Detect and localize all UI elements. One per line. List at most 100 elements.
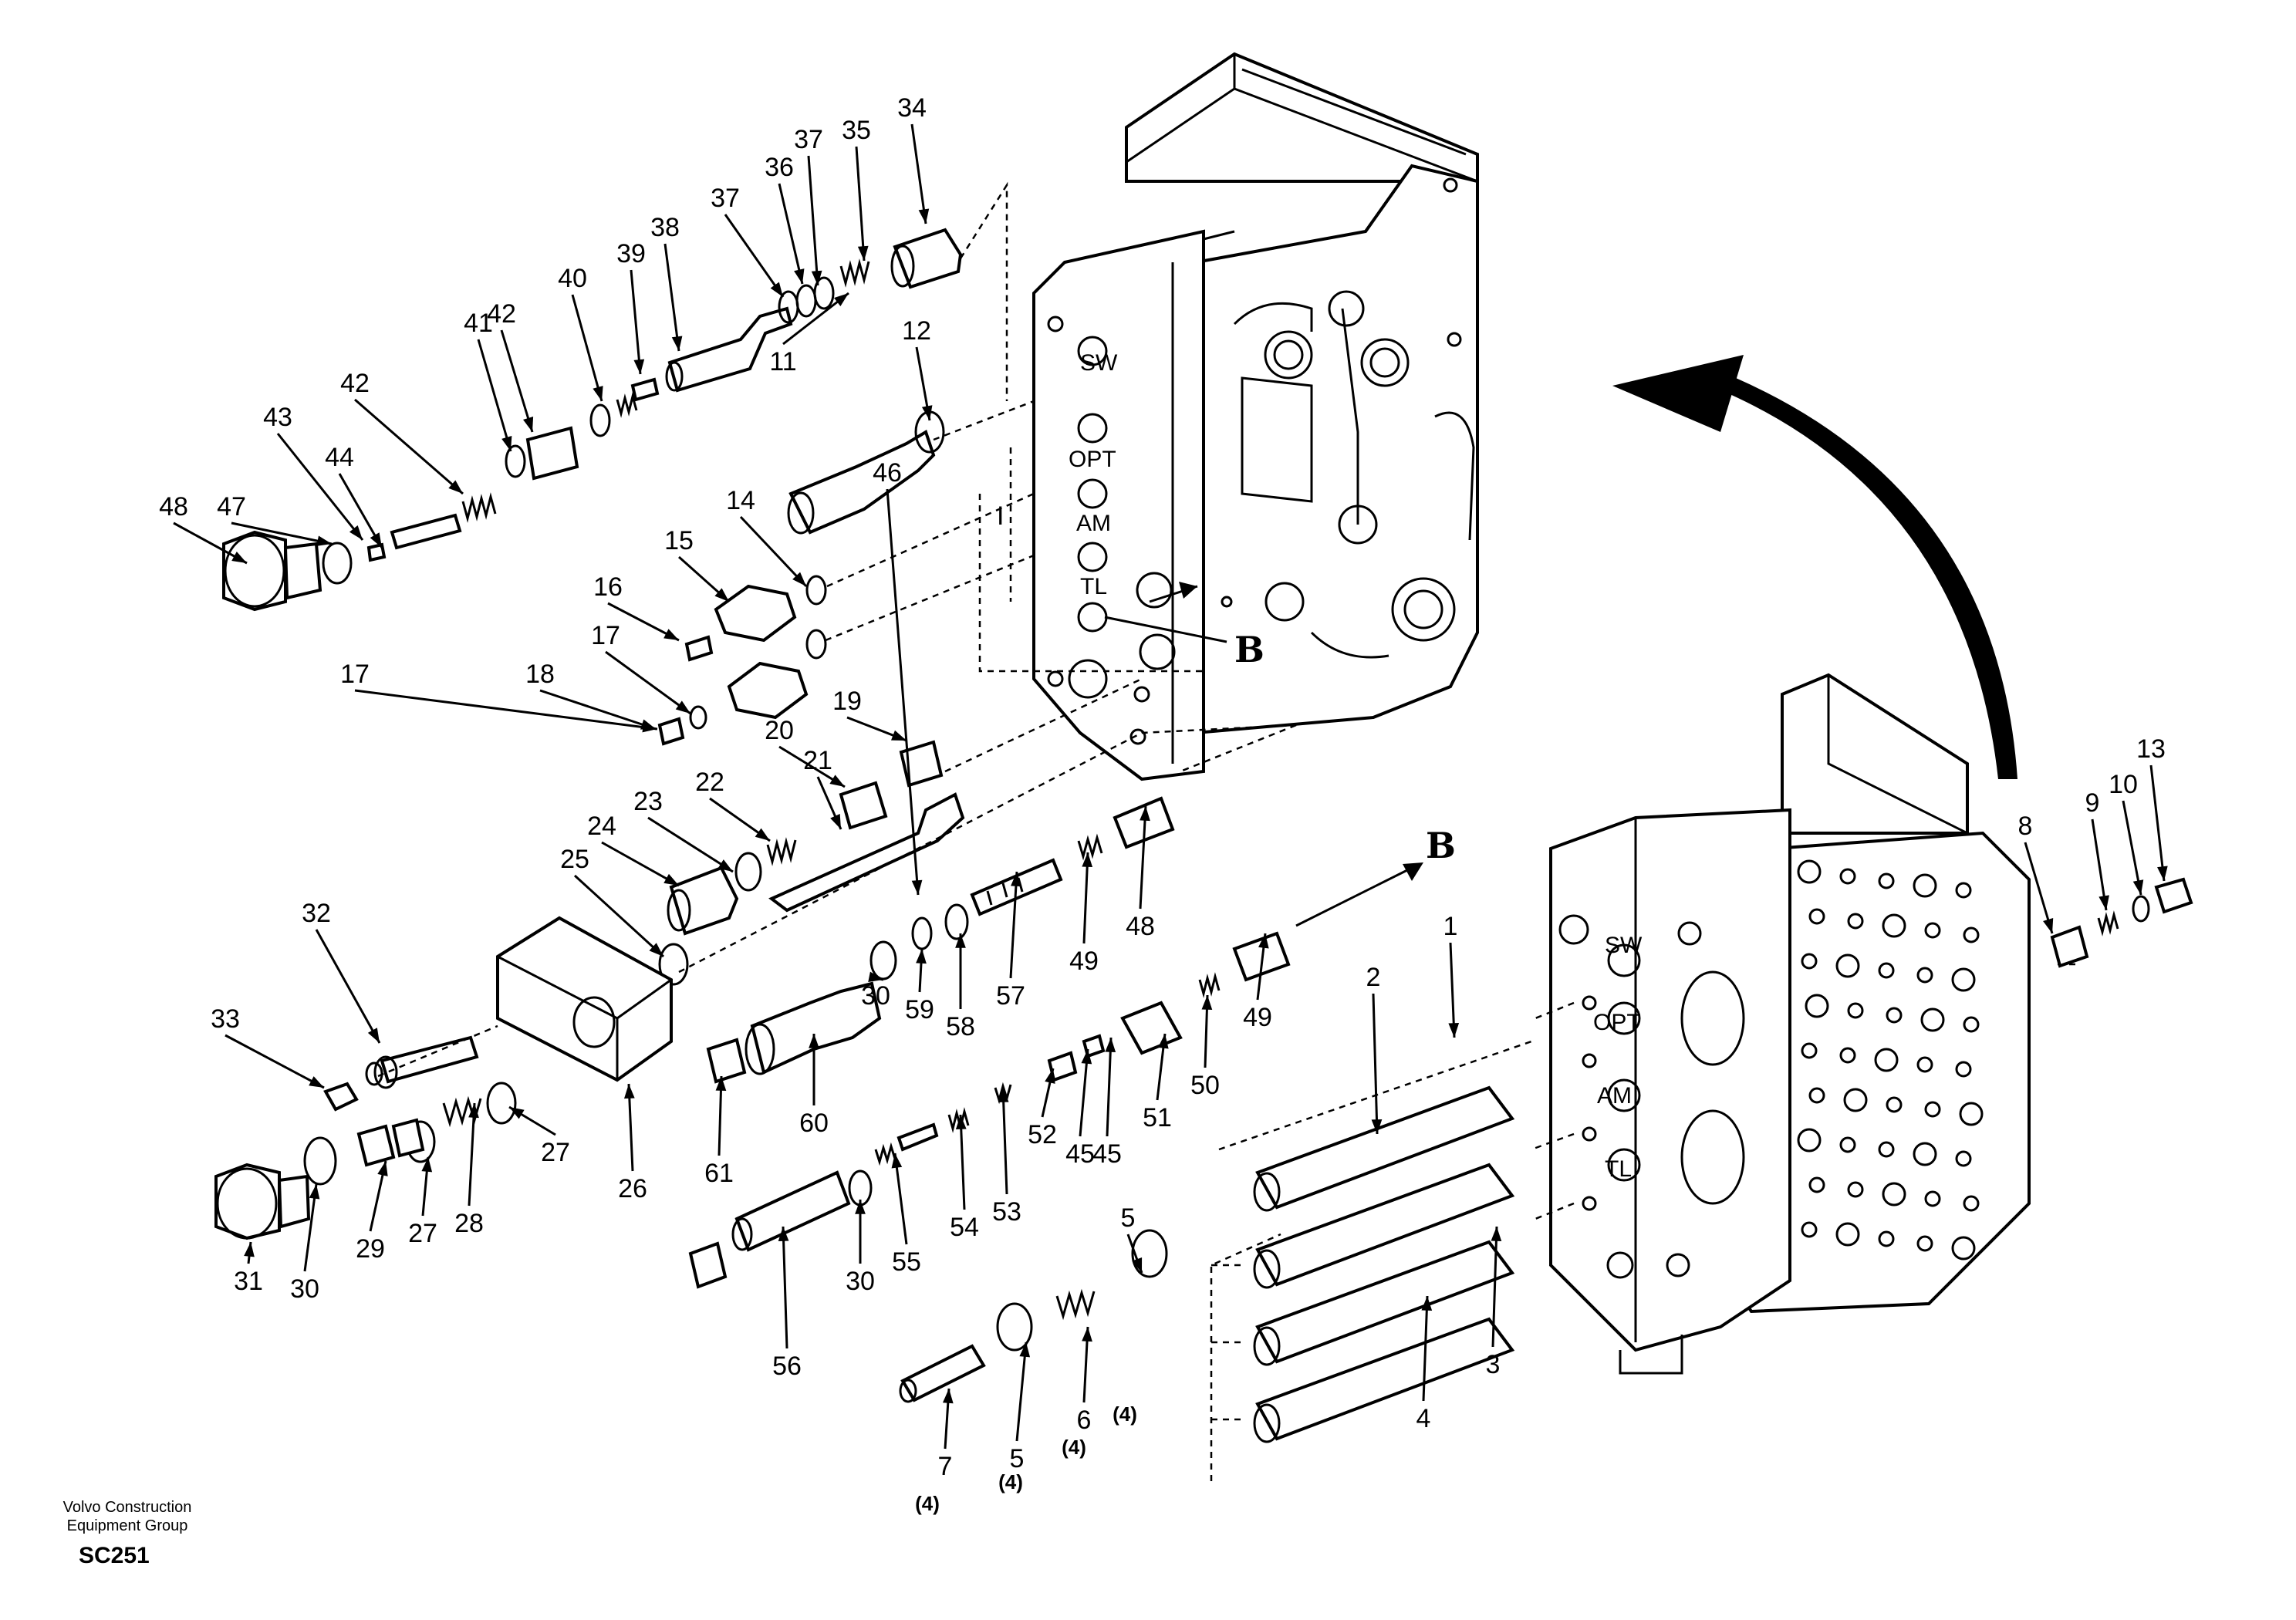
callout-arrowhead-57 <box>1011 872 1021 887</box>
callout-leader-10 <box>2122 800 2142 896</box>
callout-arrowhead-8 <box>2043 918 2054 933</box>
callout-arrowhead-44 <box>370 532 382 548</box>
lower-port-label-am: AM <box>1597 1083 1632 1109</box>
footer-diagram-code: SC251 <box>79 1543 150 1568</box>
callout-leader-30 <box>303 1183 318 1272</box>
callout-46: 46 <box>873 458 902 488</box>
callout-leader-17 <box>605 650 691 715</box>
bolt-hole <box>1874 1048 1899 1072</box>
bolt-hole <box>1847 1181 1864 1198</box>
callout-arrowhead-60 <box>809 1034 819 1048</box>
lower-port-label-opt: OPT <box>1593 1010 1641 1035</box>
callout-arrowhead-11 <box>833 293 849 306</box>
callout-28: 28 <box>454 1209 484 1238</box>
callout-arrowhead-7 <box>942 1389 954 1404</box>
callout-arrowhead-53 <box>998 1088 1009 1103</box>
callout-32: 32 <box>302 899 331 928</box>
bolt-hole <box>1801 953 1818 970</box>
footer-company-line2: Equipment Group <box>66 1517 188 1534</box>
bolt-hole <box>1916 1235 1933 1252</box>
callout-24: 24 <box>587 812 616 841</box>
callout-leader-35 <box>855 146 866 262</box>
callout-leader-36 <box>778 183 804 285</box>
callout-29: 29 <box>356 1234 385 1264</box>
callout-arrowhead-23 <box>718 859 733 872</box>
callout-45: 45 <box>1092 1139 1122 1169</box>
callout-arrowhead-37 <box>770 282 783 297</box>
bolt-hole <box>1805 994 1829 1018</box>
callout-arrowhead-51 <box>1158 1034 1169 1049</box>
lower-port-label-tl: TL <box>1605 1156 1632 1182</box>
callout-30: 30 <box>861 981 890 1011</box>
callout-arrowhead-21 <box>830 814 841 829</box>
callout-16: 16 <box>593 572 623 602</box>
callout-leader-37 <box>724 214 785 298</box>
callout-41: 41 <box>464 309 493 338</box>
callout-arrowhead-4 <box>1421 1296 1433 1311</box>
callout-1: 1 <box>1443 912 1458 941</box>
bolt-hole <box>1963 1195 1980 1212</box>
callout-18: 18 <box>525 660 555 689</box>
callout-leader-25 <box>573 874 665 958</box>
callout-arrowhead-54 <box>955 1115 967 1130</box>
callout-47: 47 <box>217 492 246 521</box>
callout-arrowhead-26 <box>623 1084 635 1099</box>
bolt-hole <box>1847 1002 1864 1019</box>
bolt-hole <box>1835 953 1860 978</box>
callout-leader-46 <box>886 488 920 896</box>
bolt-hole <box>1951 1236 1976 1261</box>
callout-7: 7 <box>938 1452 953 1481</box>
callout-38: 38 <box>650 213 680 242</box>
callout-arrowhead-45 <box>1081 1049 1092 1065</box>
callout-arrowhead-5 <box>1132 1257 1143 1273</box>
callout-leader-55 <box>893 1153 908 1245</box>
callout-leaders <box>173 123 2168 1450</box>
callout-leader-4 <box>1422 1295 1429 1402</box>
callout-arrowhead-28 <box>468 1103 479 1119</box>
callout-22: 22 <box>695 768 724 797</box>
bolt-hole <box>1920 1007 1945 1032</box>
callout-30: 30 <box>846 1267 875 1296</box>
callout-14: 14 <box>726 486 755 515</box>
quantity-note: (4) <box>998 1470 1023 1493</box>
callout-leader-2 <box>1372 993 1379 1135</box>
callout-44: 44 <box>325 443 354 472</box>
callout-arrowhead-9 <box>2098 895 2109 910</box>
callout-leader-33 <box>225 1034 325 1089</box>
callout-arrowhead-20 <box>829 775 845 787</box>
callout-23: 23 <box>633 787 663 816</box>
callout-27: 27 <box>408 1219 437 1248</box>
callout-57: 57 <box>996 981 1025 1011</box>
upper-port-label-sw: SW <box>1080 350 1118 376</box>
callout-arrowhead-17 <box>675 700 690 714</box>
callout-52: 52 <box>1028 1120 1057 1149</box>
callout-leader-56 <box>782 1226 788 1349</box>
callout-10: 10 <box>2109 770 2138 799</box>
lower-side-bolt-holes <box>1797 859 1984 1261</box>
callout-arrowhead-33 <box>309 1076 324 1088</box>
callout-arrowhead-58 <box>955 933 966 948</box>
bolt-hole <box>1797 1128 1822 1153</box>
callout-37: 37 <box>794 125 823 154</box>
bolt-hole <box>1913 873 1937 898</box>
lower-valve-body: SW OPT AM TL <box>1549 673 2031 1375</box>
bolt-hole <box>1878 962 1895 979</box>
callout-43: 43 <box>263 403 292 432</box>
callout-49: 49 <box>1243 1003 1272 1032</box>
callout-leader-45 <box>1106 1037 1113 1137</box>
callout-arrowhead-56 <box>778 1227 789 1241</box>
callout-55: 55 <box>892 1247 921 1277</box>
bolt-hole <box>1801 1221 1818 1238</box>
bolt-hole <box>1951 967 1976 992</box>
bolt-hole <box>1916 967 1933 984</box>
callout-leader-1 <box>1449 942 1456 1038</box>
callout-56: 56 <box>772 1352 802 1381</box>
callout-arrowhead-15 <box>714 588 729 602</box>
callout-leader-57 <box>1009 871 1018 979</box>
callout-arrowhead-14 <box>792 572 806 586</box>
callout-arrowhead-30 <box>855 1200 866 1214</box>
callout-arrowhead-25 <box>649 943 663 957</box>
upper-valve-body: SW OPT AM TL B I <box>978 52 1479 781</box>
callout-20: 20 <box>765 716 794 745</box>
callout-leader-53 <box>1001 1087 1008 1195</box>
